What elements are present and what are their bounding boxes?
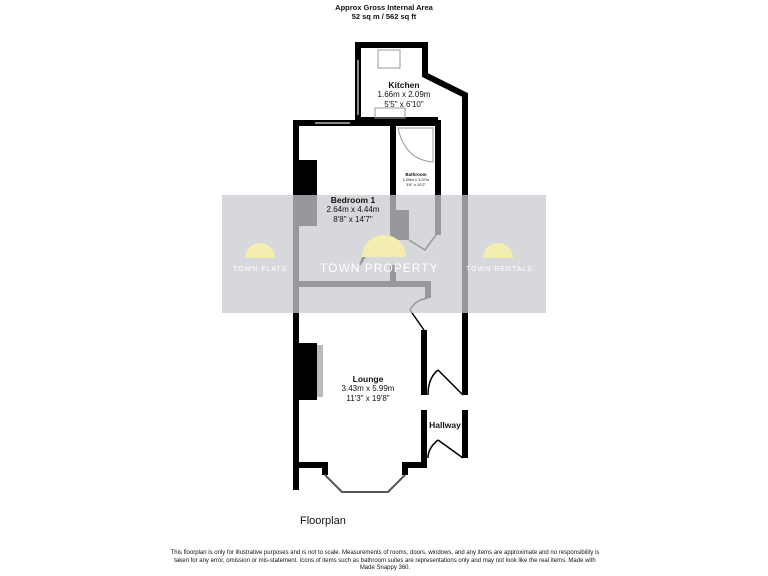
room-imperial: 8'8" x 14'7" [333, 215, 373, 224]
lounge-bottom-right [402, 462, 424, 475]
room-lounge: Lounge 3.43m x 5.99m 11'3" x 19'8" [328, 374, 408, 404]
hallway-door-2 [427, 439, 464, 459]
hallway-door-1 [427, 369, 464, 396]
room-imperial: 3'6" x 10'2" [406, 182, 426, 187]
room-metric: 2.64m x 4.44m [326, 205, 380, 214]
room-hallway: Hallway [427, 420, 463, 430]
bay-window [324, 474, 406, 493]
room-metric: 3.43m x 5.99m [341, 384, 395, 393]
disclaimer: This floorplan is only for illustrative … [170, 550, 600, 571]
room-name: Kitchen [388, 80, 420, 90]
watermark-logo-center [362, 235, 406, 257]
lounge-fireplace [317, 345, 323, 397]
watermark-right: TOWN RENTALS [466, 266, 533, 273]
hob-icon [377, 49, 401, 69]
watermark-logo-left [245, 243, 275, 258]
lounge-chimney [299, 343, 317, 400]
room-kitchen: Kitchen 1.66m x 2.09m 5'5" x 6'10" [360, 80, 448, 110]
windows [315, 60, 406, 493]
kitchen-walls [355, 42, 468, 395]
fixtures [374, 49, 434, 163]
shower-icon [397, 127, 434, 163]
room-name: Bedroom 1 [330, 195, 376, 205]
room-name: Bathroom [405, 172, 427, 177]
room-metric: 1.06m x 3.07m [402, 177, 430, 182]
area-title: Approx Gross Internal Area [335, 3, 433, 12]
area-value: 52 sq m / 562 sq ft [351, 12, 417, 21]
room-name: Hallway [429, 420, 461, 430]
area-header: Approx Gross Internal Area 52 sq m / 562… [0, 3, 768, 21]
sink-icon [374, 107, 406, 119]
lounge-bottom-left [296, 462, 328, 475]
floor-label: Floorplan [300, 515, 346, 527]
room-bedroom: Bedroom 1 2.64m x 4.44m 8'8" x 14'7" [318, 195, 388, 225]
room-imperial: 11'3" x 19'8" [346, 394, 390, 403]
room-imperial: 5'5" x 6'10" [384, 100, 424, 109]
watermark-left: TOWN FLATS [233, 266, 288, 273]
watermark-logo-right [483, 243, 513, 258]
room-metric: 1.66m x 2.09m [377, 90, 431, 99]
room-name: Lounge [352, 374, 384, 384]
room-bathroom: Bathroom 1.06m x 3.07m 3'6" x 10'2" [394, 172, 438, 187]
watermark-center: TOWN PROPERTY [320, 261, 439, 275]
